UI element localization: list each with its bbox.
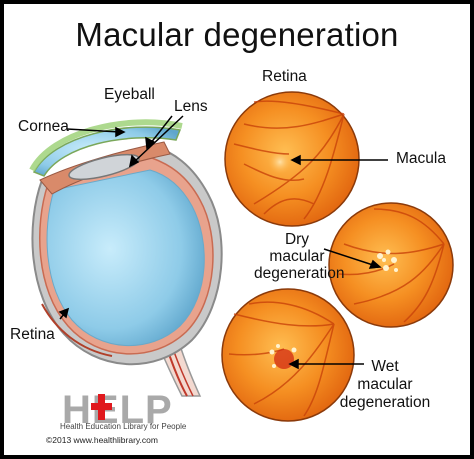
hemorrhage <box>274 349 294 369</box>
label-dry-line1: Dry <box>284 231 310 248</box>
retina-vessels <box>233 100 345 220</box>
logo-tagline: Health Education Library for People <box>60 422 187 431</box>
pointer-lines <box>58 115 388 370</box>
copyright-text: ©2013 www.healthlibrary.com <box>46 435 158 445</box>
vitreous-body <box>46 169 205 346</box>
label-lens: Lens <box>174 98 208 115</box>
label-retina-side: Retina <box>10 326 55 343</box>
eyeball-cross-section <box>29 119 223 397</box>
cornea-surface <box>29 119 183 172</box>
label-dry-line3: degeneration <box>254 265 345 282</box>
label-cornea: Cornea <box>18 118 69 135</box>
label-eyeball: Eyeball <box>104 86 155 103</box>
figure-canvas: Macular degeneration <box>4 4 470 455</box>
figure-title: Macular degeneration <box>75 16 399 53</box>
logo-text: HELP <box>62 388 173 432</box>
lens-pointer <box>133 115 184 163</box>
label-wet-line2: macular <box>357 376 413 393</box>
label-wet-line3: degeneration <box>339 394 431 411</box>
eyeball-pointer <box>149 115 173 145</box>
retina-vessels <box>228 301 335 417</box>
label-retina-top: Retina <box>262 68 307 85</box>
help-logo: HELP <box>62 390 173 430</box>
logo-cross-icon <box>91 394 112 420</box>
label-dry-line2: macular <box>269 248 325 265</box>
diagram-graphics <box>29 91 454 422</box>
cornea-pointer <box>66 128 121 133</box>
retina-vessels <box>338 208 445 323</box>
retina-normal <box>224 91 360 227</box>
retina-wet <box>221 288 355 422</box>
dry-pointer <box>323 248 377 267</box>
label-macula: Macula <box>396 150 446 167</box>
retina-dry <box>328 202 454 328</box>
label-wet-line1: Wet <box>371 358 399 375</box>
retina-edge <box>41 303 113 357</box>
